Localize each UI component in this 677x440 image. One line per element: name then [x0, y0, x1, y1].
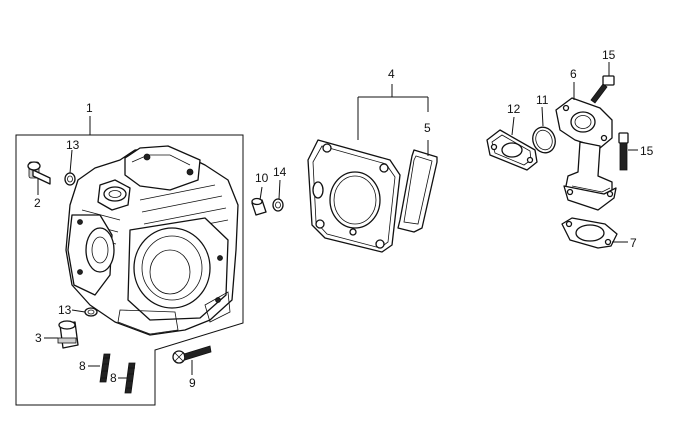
callout-9: 9 [189, 376, 196, 390]
part-11-o-ring [532, 106, 556, 154]
part-8-stud-left [88, 353, 111, 383]
part-5-gasket [397, 140, 438, 233]
part-8-stud-right [118, 362, 136, 394]
callout-6: 6 [570, 67, 577, 81]
assembly-bracket-4 [357, 84, 429, 140]
part-13-o-ring-bottom [71, 307, 98, 317]
callout-12: 12 [507, 102, 521, 116]
part-7-gasket [561, 217, 628, 249]
cylinder-head [65, 145, 239, 336]
part-13-o-ring-top [64, 149, 76, 186]
callout-5: 5 [424, 121, 431, 135]
callout-11: 11 [536, 93, 549, 107]
callout-8b: 8 [110, 371, 117, 385]
callout-7: 7 [630, 236, 637, 250]
assembly-bracket-1 [15, 116, 244, 406]
callout-10: 10 [255, 171, 269, 185]
part-3-valve-guide [44, 320, 79, 349]
part-10-dowel [251, 186, 267, 216]
callout-4: 4 [388, 67, 395, 81]
callout-13b: 13 [58, 303, 72, 317]
part-14-o-ring [272, 179, 284, 212]
part-15-bolt-top [590, 62, 615, 104]
part-2-valve-guide [27, 161, 51, 195]
part-9-bolt [172, 345, 212, 375]
part-12-insulator [486, 116, 538, 171]
callout-8a: 8 [79, 359, 86, 373]
part-6-intake-manifold [555, 82, 617, 211]
callout-14: 14 [273, 165, 287, 179]
part-15-bolt-right [618, 132, 638, 171]
callout-13a: 13 [66, 138, 80, 152]
callout-3: 3 [35, 331, 42, 345]
callout-1: 1 [86, 101, 93, 115]
callout-2: 2 [34, 196, 41, 210]
part-4-head-gasket [307, 139, 401, 253]
callout-15b: 15 [640, 144, 654, 158]
callout-15a: 15 [602, 48, 616, 62]
